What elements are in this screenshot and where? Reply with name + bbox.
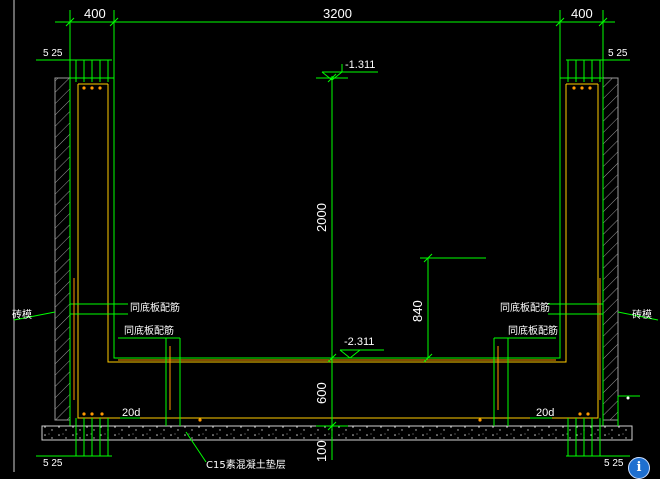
corner-marker [617,395,640,426]
brick-wall-left [54,77,71,421]
dim-right-wall: 400 [571,6,593,21]
dim-wall-height: 2000 [314,203,329,232]
rebar-mark-top-left: 5 25 [43,48,63,59]
label-bond-right: 20d [536,407,554,419]
rebar-dots-top [82,86,592,422]
rebar-mark-bottom-left: 5 25 [43,458,63,469]
slab-bar-leaders-right [493,303,603,426]
rebar-leader-top-right [566,59,630,82]
dim-slab: 100 [314,440,329,462]
brick-wall-right [602,77,619,421]
dim-clear-span: 3200 [323,6,352,21]
wall-label-leaders [13,311,659,321]
top-dimension [55,10,615,80]
label-wall-right: 砖模 [632,308,652,321]
rebar-leader-bottom-left [36,418,112,457]
label-slab-bar-left-lower: 同底板配筋 [124,324,174,337]
level-marker-top [321,64,378,81]
level-top: -1.311 [345,59,375,71]
slab-bar-leaders-left [70,303,181,426]
label-wall-left: 砖模 [12,308,32,321]
cushion-leader [185,431,207,463]
label-slab-bar-right-lower: 同底板配筋 [508,324,558,337]
label-slab-bar-right-upper: 同底板配筋 [500,301,550,314]
label-bond-left: 20d [122,407,140,419]
rebar-mark-bottom-right: 5 25 [604,458,624,469]
rebar-mark-top-right: 5 25 [608,48,628,59]
label-slab-bar-left-upper: 同底板配筋 [130,301,180,314]
info-icon-glyph: i [636,460,642,475]
pipe-dimension [420,253,486,363]
info-icon[interactable]: i [628,457,650,479]
wall-rebar [77,83,599,419]
level-marker-bottom [339,349,384,359]
label-cushion: C15素混凝土垫层 [206,458,286,471]
wall-outline [42,77,632,427]
dim-pipe-height: 840 [410,300,425,322]
rebar-leader-top-left [36,59,112,82]
slab-bar-orange [73,278,601,410]
concrete-cushion [41,425,633,441]
corner-dot [626,396,630,400]
dim-bottom-height: 600 [314,382,329,404]
rebar-leader-bottom-right [566,418,630,457]
level-bottom: -2.311 [344,336,374,348]
dim-left-wall: 400 [84,6,106,21]
center-dimension [316,73,348,460]
